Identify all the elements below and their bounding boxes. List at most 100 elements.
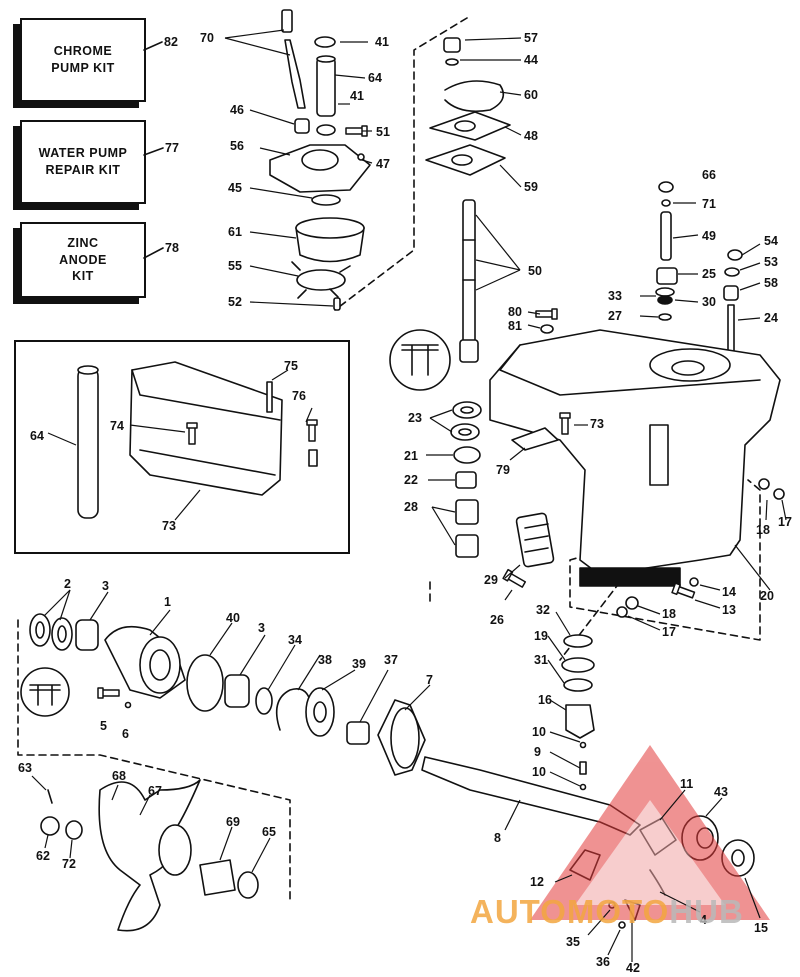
callout-22: 22 xyxy=(404,473,418,487)
callout-62: 62 xyxy=(36,849,50,863)
callout-11: 11 xyxy=(680,777,693,791)
callout-7: 7 xyxy=(426,673,433,687)
callout-12: 12 xyxy=(530,875,544,889)
callout-41: 41 xyxy=(375,35,389,49)
callout-53: 53 xyxy=(764,255,778,269)
callout-23: 23 xyxy=(408,411,422,425)
callout-55: 55 xyxy=(228,259,242,273)
watermark-part2: HUB xyxy=(669,893,744,930)
callout-64: 64 xyxy=(368,71,382,85)
callout-6: 6 xyxy=(122,727,129,741)
callout-36: 36 xyxy=(596,955,610,969)
callout-47: 47 xyxy=(376,157,390,171)
callout-24: 24 xyxy=(764,311,778,325)
callout-65: 65 xyxy=(262,825,276,839)
callout-41: 41 xyxy=(350,89,364,103)
callout-54: 54 xyxy=(764,234,778,248)
callout-17: 17 xyxy=(778,515,792,529)
zinc-anode-kit-label: ZINC ANODE KIT xyxy=(59,235,107,284)
callout-9: 9 xyxy=(534,745,541,759)
exhaust-housing-inset-frame xyxy=(14,340,350,554)
callout-38: 38 xyxy=(318,653,332,667)
callout-50: 50 xyxy=(528,264,542,278)
callout-66: 66 xyxy=(702,168,716,182)
callout-74: 74 xyxy=(110,419,124,433)
water-pump-kit-label: WATER PUMP REPAIR KIT xyxy=(38,146,128,177)
watermark-logo xyxy=(530,745,770,920)
callout-32: 32 xyxy=(536,603,550,617)
callout-21: 21 xyxy=(404,449,418,463)
callout-3: 3 xyxy=(258,621,265,635)
callout-57: 57 xyxy=(524,31,538,45)
callout-61: 61 xyxy=(228,225,242,239)
callout-44: 44 xyxy=(524,53,538,67)
callout-14: 14 xyxy=(722,585,736,599)
callout-72: 72 xyxy=(62,857,76,871)
callout-16: 16 xyxy=(538,693,552,707)
callout-75: 75 xyxy=(284,359,298,373)
callout-58: 58 xyxy=(764,276,778,290)
callout-70: 70 xyxy=(200,31,214,45)
callout-68: 68 xyxy=(112,769,126,783)
callout-18: 18 xyxy=(756,523,770,537)
water-pump-kit-box: WATER PUMP REPAIR KIT xyxy=(20,120,146,204)
callout-48: 48 xyxy=(524,129,538,143)
callout-56: 56 xyxy=(230,139,244,153)
callout-73: 73 xyxy=(590,417,604,431)
callout-64: 64 xyxy=(30,429,44,443)
callout-59: 59 xyxy=(524,180,538,194)
callout-15: 15 xyxy=(754,921,768,935)
callout-78: 78 xyxy=(165,241,179,255)
callout-20: 20 xyxy=(760,589,774,603)
callout-80: 80 xyxy=(508,305,522,319)
zinc-anode-kit-box: ZINC ANODE KIT xyxy=(20,222,146,298)
callout-4: 4 xyxy=(700,913,707,927)
callout-17: 17 xyxy=(662,625,676,639)
callout-2: 2 xyxy=(64,577,71,591)
callout-18: 18 xyxy=(662,607,676,621)
watermark-part1: AUTOMOTO xyxy=(470,893,670,930)
callout-37: 37 xyxy=(384,653,398,667)
callout-79: 79 xyxy=(496,463,510,477)
callout-52: 52 xyxy=(228,295,242,309)
callout-45: 45 xyxy=(228,181,242,195)
callout-28: 28 xyxy=(404,500,418,514)
callout-82: 82 xyxy=(164,35,178,49)
callout-13: 13 xyxy=(722,603,736,617)
callout-31: 31 xyxy=(534,653,548,667)
callout-26: 26 xyxy=(490,613,504,627)
callout-35: 35 xyxy=(566,935,580,949)
callout-1: 1 xyxy=(164,595,171,609)
callout-29: 29 xyxy=(484,573,498,587)
callout-19: 19 xyxy=(534,629,548,643)
callout-49: 49 xyxy=(702,229,716,243)
callout-8: 8 xyxy=(494,831,501,845)
callout-51: 51 xyxy=(376,125,390,139)
callout-43: 43 xyxy=(714,785,728,799)
callout-5: 5 xyxy=(100,719,107,733)
callout-60: 60 xyxy=(524,88,538,102)
callout-46: 46 xyxy=(230,103,244,117)
chrome-pump-kit-box: CHROME PUMP KIT xyxy=(20,18,146,102)
callout-34: 34 xyxy=(288,633,302,647)
callout-69: 69 xyxy=(226,815,240,829)
callout-81: 81 xyxy=(508,319,522,333)
callout-3: 3 xyxy=(102,579,109,593)
callout-77: 77 xyxy=(165,141,179,155)
callout-10: 10 xyxy=(532,725,546,739)
callout-76: 76 xyxy=(292,389,306,403)
callout-71: 71 xyxy=(702,197,716,211)
callout-33: 33 xyxy=(608,289,622,303)
callout-10: 10 xyxy=(532,765,546,779)
callout-27: 27 xyxy=(608,309,622,323)
callout-40: 40 xyxy=(226,611,240,625)
callout-73: 73 xyxy=(162,519,176,533)
callout-67: 67 xyxy=(148,784,162,798)
callout-25: 25 xyxy=(702,267,716,281)
callout-39: 39 xyxy=(352,657,366,671)
callout-42: 42 xyxy=(626,961,640,975)
callout-63: 63 xyxy=(18,761,32,775)
callout-30: 30 xyxy=(702,295,716,309)
